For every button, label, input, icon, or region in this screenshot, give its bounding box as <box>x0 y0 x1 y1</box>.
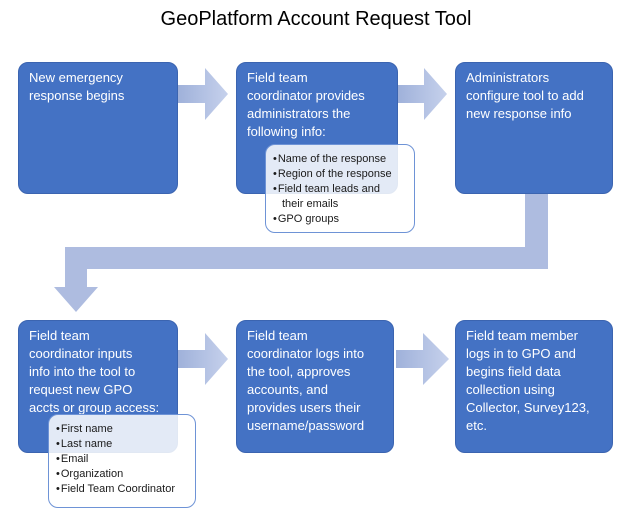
callout-item: Field Team Coordinator <box>56 482 191 497</box>
right-arrow-step2-to-step3 <box>398 68 447 120</box>
flow-step-admins-configure-tool: Administrators configure tool to add new… <box>455 62 613 194</box>
callout-item: Name of the response <box>273 152 410 167</box>
callout-account-request-items: First name Last name Email Organization … <box>56 422 191 497</box>
right-arrow-step5-to-step6 <box>396 333 449 385</box>
flow-step-coordinator-approves-accounts: Field team coordinator logs into the too… <box>236 320 394 453</box>
elbow-down-arrow-step3-to-step4 <box>54 194 548 312</box>
right-arrow-step1-to-step2 <box>178 68 228 120</box>
flow-step-member-logs-in: Field team member logs in to GPO and beg… <box>455 320 613 453</box>
callout-item: Field team leads and their emails <box>273 182 410 212</box>
page-title: GeoPlatform Account Request Tool <box>160 8 472 30</box>
callout-item: Region of the response <box>273 167 410 182</box>
callout-item: Organization <box>56 467 191 482</box>
callout-item: First name <box>56 422 191 437</box>
callout-item: Last name <box>56 437 191 452</box>
callout-account-request-fields: First name Last name Email Organization … <box>48 414 196 508</box>
callout-item: GPO groups <box>273 212 410 227</box>
right-arrow-step4-to-step5 <box>178 333 228 385</box>
callout-item: Email <box>56 452 191 467</box>
callout-response-info-items: Name of the response Region of the respo… <box>273 152 410 227</box>
flow-step-new-emergency: New emergency response begins <box>18 62 178 194</box>
callout-response-info-list: Name of the response Region of the respo… <box>265 144 415 233</box>
